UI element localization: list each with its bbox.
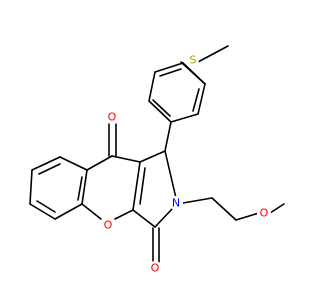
bond-c8a-c4a	[81, 169, 88, 205]
bond-aryl-c1	[164, 121, 172, 152]
bond-c3-c3a	[132, 209, 156, 228]
bond-phenyl-2	[170, 113, 199, 123]
atom-ring-oxygen: O	[101, 218, 115, 232]
bond-benzo-4-inner	[36, 200, 56, 213]
bonds-layer	[29, 45, 285, 263]
bond-c1-n2	[164, 150, 177, 199]
atom-nitrogen: N	[169, 196, 183, 210]
molecule-canvas: S O O O N O	[29, 45, 285, 275]
bond-n-ch2	[182, 197, 213, 204]
bond-phenyl-6	[182, 62, 206, 85]
atom-label-nitrogen: N	[172, 197, 180, 210]
bond-benzo-4	[29, 203, 56, 220]
bond-phenyl-3-inner	[152, 99, 171, 117]
atom-label-ether-oxygen: O	[260, 207, 269, 220]
bond-n2-c3	[154, 208, 173, 228]
bond-ch2-o	[235, 212, 260, 221]
atom-sulfur: S	[187, 54, 199, 67]
atom-labels-layer: S O O O N O	[101, 54, 271, 275]
atom-label-sulfur: S	[190, 54, 197, 67]
bond-phenyl-5-inner	[159, 68, 182, 77]
bond-o-c3a	[114, 209, 134, 220]
bond-phenyl-4	[148, 71, 156, 102]
atom-label-amide-oxygen: O	[151, 262, 160, 275]
bond-phenyl-1	[197, 83, 206, 115]
bond-benzo-1	[59, 156, 88, 171]
bond-o-ch3	[269, 203, 285, 214]
bond-benzo-inner-shared	[77, 176, 83, 201]
molecule-structure-diagram: S O O O N O	[29, 45, 285, 275]
bond-c9-c9a	[111, 155, 141, 163]
bond-c4a-o	[81, 203, 102, 220]
bond-phenyl-5	[154, 62, 184, 73]
bond-c9-c8a	[86, 155, 113, 171]
bond-benzo-2	[31, 156, 61, 171]
bond-phenyl-3	[148, 100, 172, 123]
bond-ch2-ch2	[211, 197, 237, 221]
atom-label-ketone-oxygen: O	[108, 111, 117, 124]
atom-amide-oxygen: O	[148, 261, 162, 275]
atom-ether-oxygen: O	[257, 206, 271, 220]
atom-ketone-oxygen: O	[105, 110, 119, 124]
bond-benzo-5	[54, 203, 83, 220]
bond-benzo-2-inner	[38, 163, 61, 175]
bond-c3a-c9a-inner	[139, 167, 146, 205]
bond-s-methyl	[197, 45, 229, 63]
bond-c3a-c9a	[132, 161, 141, 211]
bond-benzo-3	[29, 169, 33, 205]
atom-label-ring-oxygen: O	[104, 219, 113, 232]
bond-c1-c9a	[139, 150, 166, 163]
bond-phenyl-1-inner	[192, 88, 200, 112]
